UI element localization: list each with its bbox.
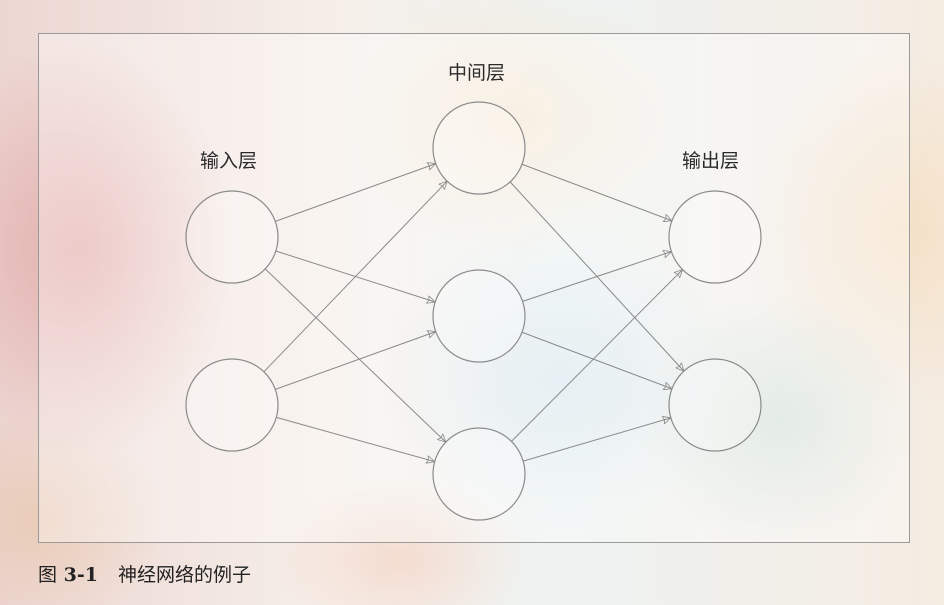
edge-input-2-to-hidden-1: [263, 181, 447, 373]
hidden-node-3: [432, 427, 526, 521]
figure-title: 神经网络的例子: [117, 564, 251, 586]
output-layer-label: 输出层: [682, 150, 740, 172]
input-layer-label: 输入层: [200, 150, 258, 172]
edge-hidden-3-to-output-1: [511, 270, 682, 442]
edge-hidden-2-to-output-2: [521, 331, 672, 389]
edge-hidden-2-to-output-1: [522, 252, 672, 302]
hidden-node-2: [432, 269, 526, 363]
edge-input-1-to-hidden-3: [264, 268, 446, 442]
hidden-layer-label: 中间层: [448, 62, 506, 84]
output-node-2: [668, 358, 762, 452]
edge-hidden-3-to-output-2: [523, 418, 671, 462]
hidden-node-1: [432, 101, 526, 195]
input-node-1: [185, 190, 279, 284]
figure-caption: 图 3-1 神经网络的例子: [38, 560, 251, 587]
figure-frame: [38, 33, 910, 543]
edge-input-1-to-hidden-1: [275, 164, 435, 222]
edge-input-2-to-hidden-2: [275, 332, 435, 390]
edge-hidden-1-to-output-1: [521, 163, 672, 221]
input-node-2: [185, 358, 279, 452]
edge-input-2-to-hidden-3: [276, 416, 434, 461]
figure-number: 图 3-1: [38, 564, 98, 586]
output-node-1: [668, 190, 762, 284]
